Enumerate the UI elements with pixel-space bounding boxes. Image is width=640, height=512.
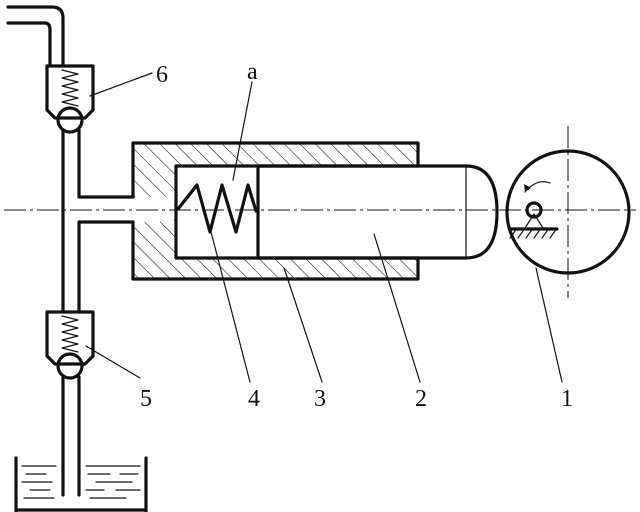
suction-valve	[45, 310, 95, 380]
plunger	[256, 164, 499, 260]
housing-bore	[174, 164, 420, 260]
outlet-pipe-outer	[6, 5, 65, 68]
outlet-pipe-inner	[6, 21, 52, 68]
housing-outline-top	[131, 141, 420, 199]
housing-hatch	[133, 143, 418, 279]
label-2: 2	[415, 386, 427, 412]
oil-tank	[14, 456, 148, 512]
discharge-valve	[45, 64, 95, 134]
label-6: 6	[156, 62, 168, 88]
housing-outline-bottom	[131, 220, 420, 281]
label-4: 4	[248, 386, 260, 412]
leader-lines	[85, 72, 563, 383]
label-1: 1	[561, 386, 573, 412]
label-5: 5	[140, 386, 152, 412]
chamber-spring	[176, 183, 258, 234]
pipework	[6, 5, 135, 497]
label-a: a	[247, 59, 258, 85]
label-3: 3	[314, 386, 326, 412]
